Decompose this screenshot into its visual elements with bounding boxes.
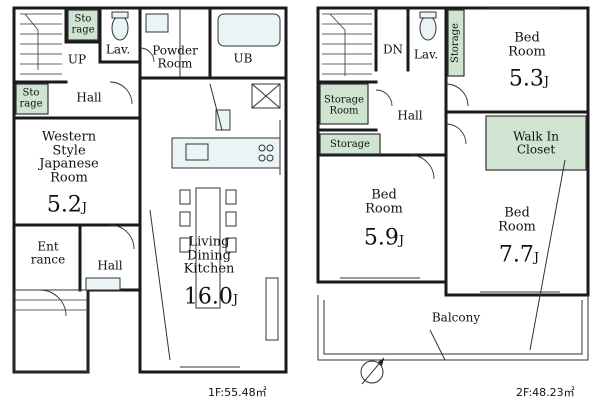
bed-room-ne-size: 5.3J	[508, 66, 550, 92]
storage-room-2f-label: Storage Room	[324, 94, 364, 116]
staircase-icon-1f	[20, 13, 62, 75]
storage-2f-vertical-label: Storage	[449, 23, 461, 63]
storage-1f-left-label: Sto rage	[19, 87, 43, 109]
floor-2-plan	[316, 6, 590, 361]
bed-room-se-size: 7.7J	[498, 242, 540, 268]
balcony-label: Balcony	[431, 310, 481, 325]
hall-1f-upper-label: Hall	[76, 90, 102, 105]
japanese-room-size: 5.2J	[46, 192, 88, 218]
walk-in-closet-label: Walk In Closet	[513, 129, 559, 156]
sink-icon-1f	[145, 13, 169, 33]
powder-room-label: Powder Room	[152, 43, 198, 70]
floor-1-plan	[12, 6, 288, 374]
storage-room-2f	[319, 83, 369, 125]
lav-1f-label: Lav.	[105, 42, 131, 57]
up-label: UP	[67, 52, 87, 67]
hall-2f-label: Hall	[397, 108, 423, 123]
entrance-label: Ent rance	[30, 239, 66, 266]
toilet-icon-2f	[419, 15, 437, 41]
bed-room-se-label: Bed Room	[498, 205, 536, 234]
storage-1f-left	[15, 83, 49, 115]
lav-2f-label: Lav.	[413, 47, 439, 62]
bed-room-mid-label: Bed Room	[365, 187, 403, 216]
staircase-icon-2f	[322, 13, 372, 76]
bathtub-icon	[217, 13, 281, 47]
storage-1f-top-label: Sto rage	[71, 13, 95, 35]
storage-2f-horizontal-label: Storage	[330, 138, 370, 150]
floor-2-area: 2F:48.23㎡	[516, 386, 575, 399]
bed-room-ne-label: Bed Room	[508, 30, 546, 59]
bed-room-mid-size: 5.9J	[363, 225, 405, 251]
ldk-label: Living Dining Kitchen	[183, 234, 235, 277]
floor-1-area: 1F:55.48㎡	[208, 386, 267, 399]
hall-1f-lower-label: Hall	[97, 258, 123, 273]
dn-label: DN	[382, 42, 404, 57]
north-arrow-icon	[360, 357, 385, 385]
storage-1f-top	[67, 9, 99, 41]
toilet-icon-1f	[111, 15, 129, 41]
kitchen-counter	[171, 137, 281, 169]
storage-2f-horizontal	[319, 133, 381, 155]
walk-in-closet	[485, 115, 587, 171]
ldk-size: 16.0J	[183, 284, 239, 310]
storage-2f-vertical	[447, 9, 465, 77]
japanese-room-label: Western Style Japanese Room	[39, 129, 99, 186]
dining-table	[195, 187, 221, 309]
ub-label: UB	[233, 51, 253, 66]
